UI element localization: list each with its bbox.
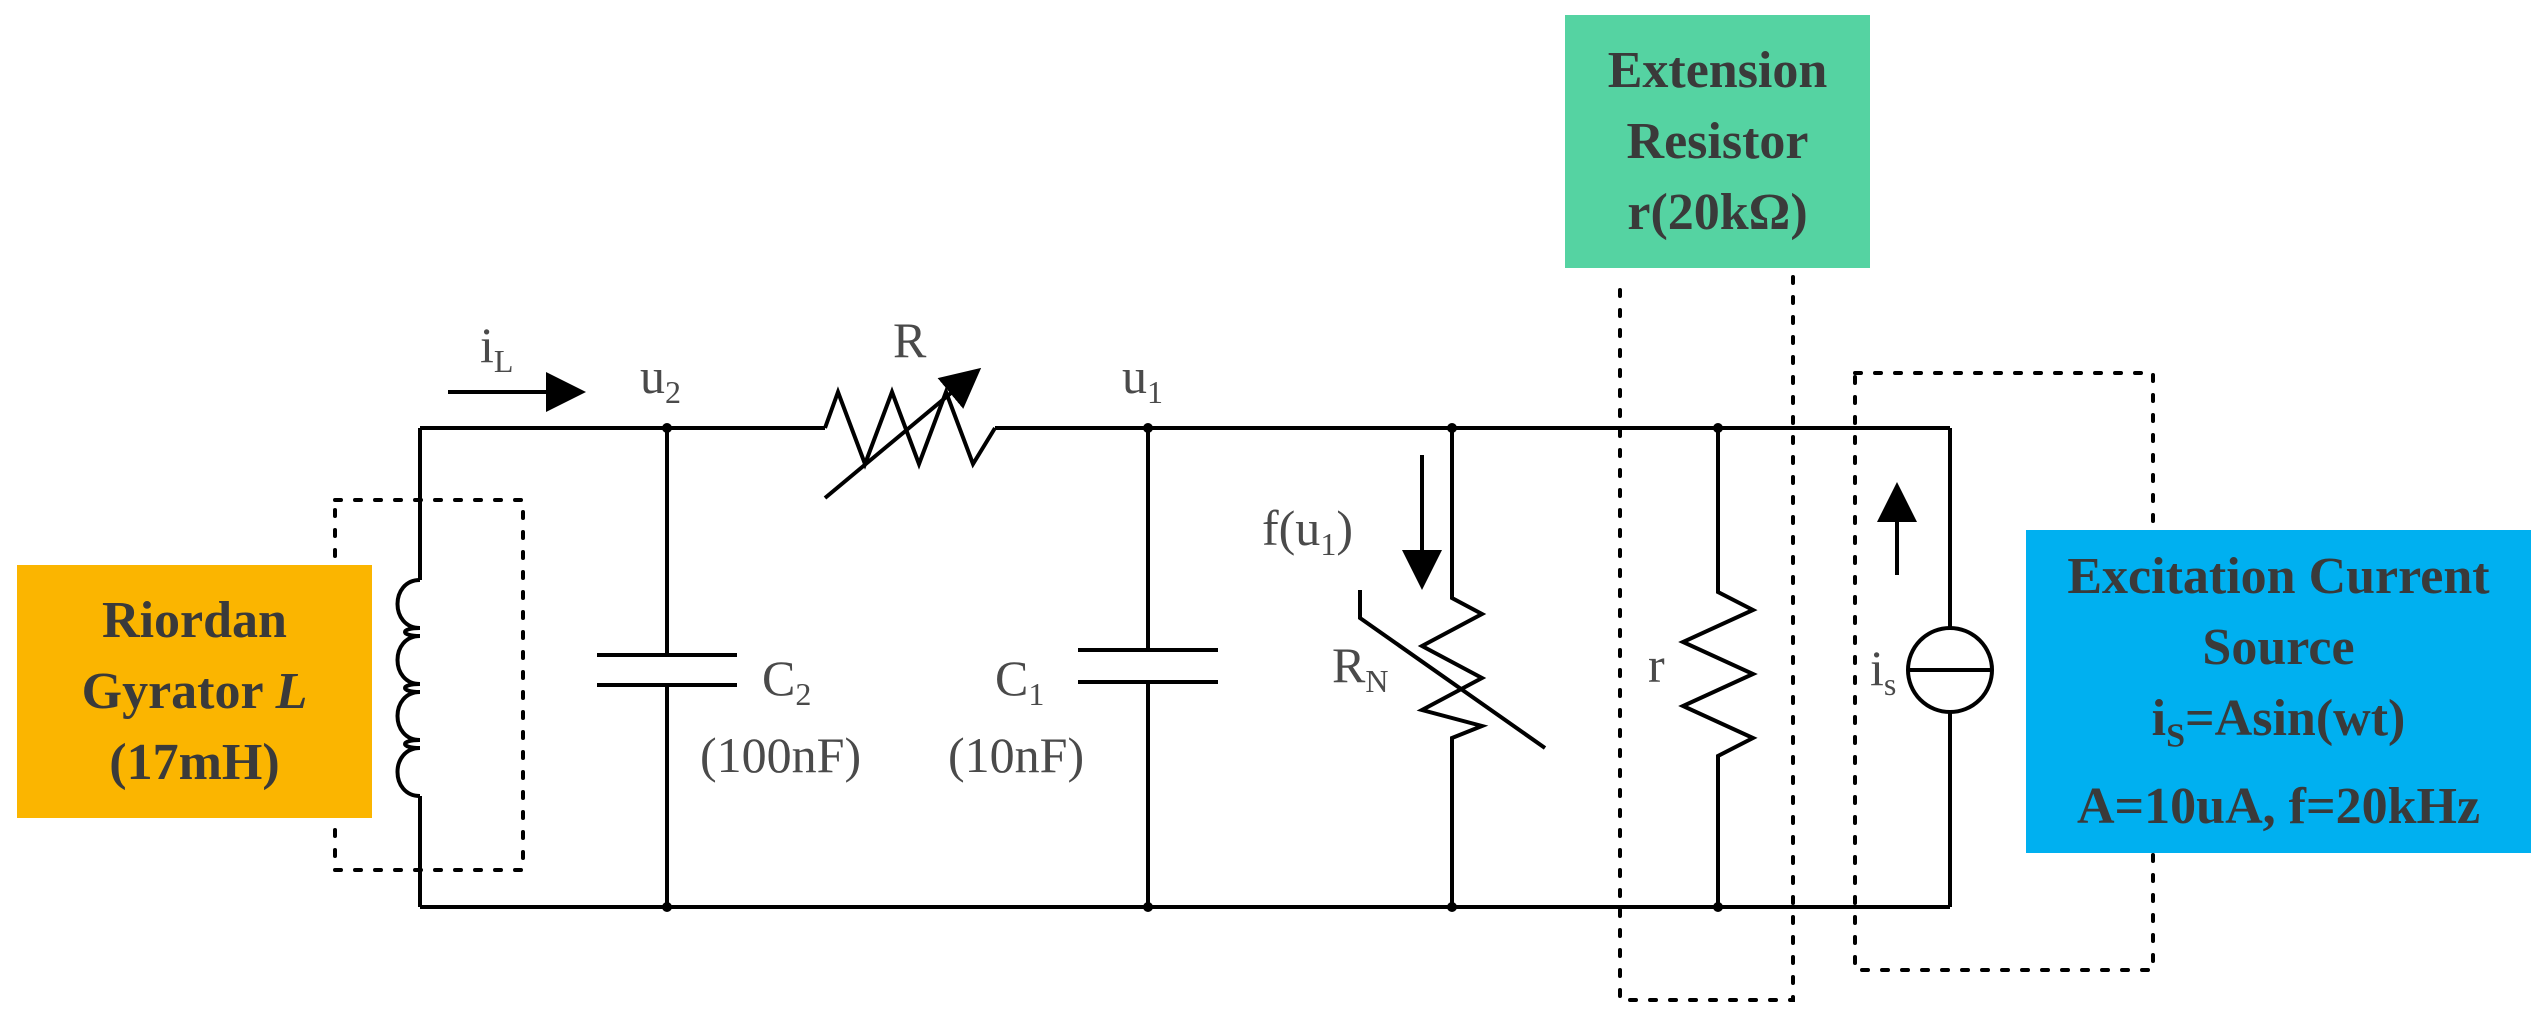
excitation-line3: iS=Asin(wt): [2151, 689, 2406, 755]
label-is: is: [1870, 640, 1896, 702]
label-R: R: [893, 312, 927, 368]
extension-box: Extension Resistor r(20kΩ): [1565, 15, 1870, 268]
gyrator-line1: Riordan: [102, 592, 287, 649]
gyrator-symbol: L: [275, 663, 308, 720]
extension-line3: r(20kΩ): [1627, 184, 1808, 241]
excitation-box: Excitation Current Source iS=Asin(wt) A=…: [2026, 530, 2531, 853]
excitation-dashed-box: [1853, 371, 2155, 972]
label-C1: C1: [995, 650, 1044, 712]
gyrator-line3: (17mH): [109, 734, 280, 791]
gyrator-box: Riordan Gyrator L (17mH): [17, 565, 372, 818]
label-RN: RN: [1332, 637, 1388, 699]
excitation-line1: Excitation Current: [2067, 547, 2490, 605]
variable-resistor-R: [823, 367, 997, 500]
label-r: r: [1648, 637, 1665, 693]
nonlinear-resistor-RN: [1358, 423, 1547, 912]
label-fu1: f(u1): [1262, 500, 1353, 562]
inductor-L: [395, 428, 422, 907]
capacitor-C2: [597, 423, 737, 912]
excitation-line2: Source: [2202, 618, 2355, 676]
label-iL: iL: [480, 317, 513, 379]
extension-line1: Extension: [1607, 42, 1828, 99]
gyrator-dashed-box: [333, 498, 525, 872]
label-u2: u2: [640, 348, 681, 410]
capacitor-C1: [1078, 423, 1218, 912]
label-C1-value: (10nF): [948, 727, 1084, 783]
label-C2: C2: [762, 650, 811, 712]
current-source: [1877, 428, 1994, 907]
gyrator-line2: Gyrator L: [81, 663, 308, 720]
label-u1: u1: [1122, 348, 1163, 410]
extension-line2: Resistor: [1626, 113, 1809, 170]
excitation-line4: A=10uA, f=20kHz: [2076, 778, 2481, 836]
extension-dashed-lines: [1618, 268, 1795, 1002]
resistor-r: [1678, 423, 1758, 912]
label-C2-value: (100nF): [700, 727, 861, 783]
